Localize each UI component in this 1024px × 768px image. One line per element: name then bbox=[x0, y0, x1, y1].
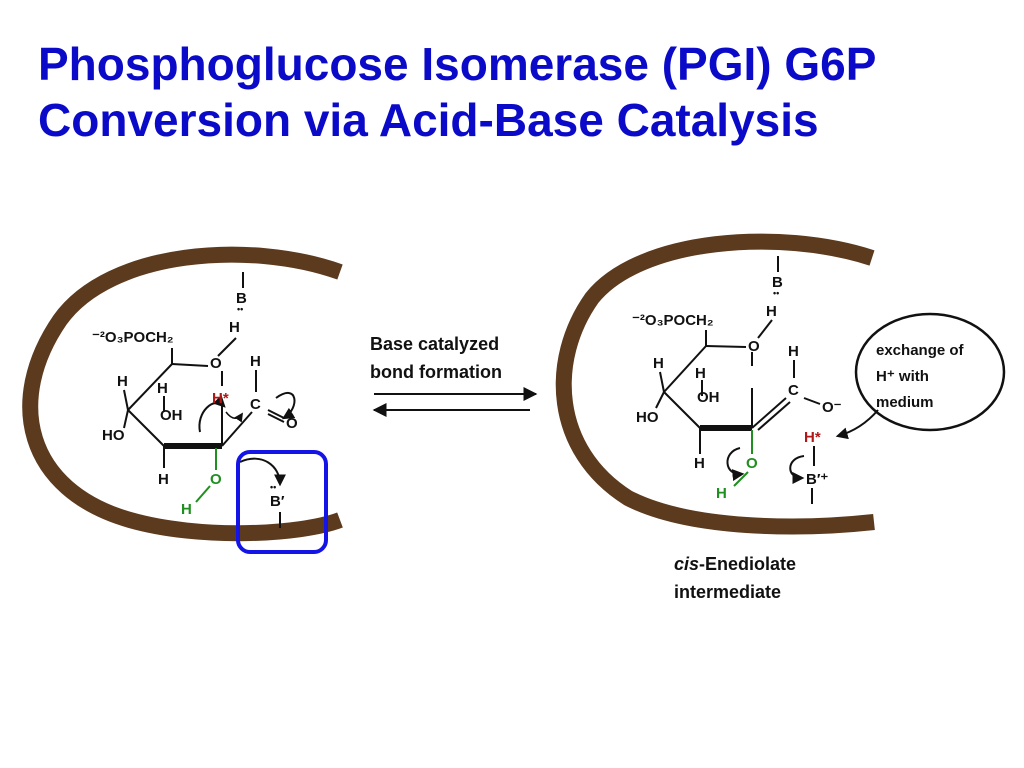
left-carbonyl-o: O bbox=[286, 415, 298, 432]
title-line-2: Conversion via Acid-Base Catalysis bbox=[38, 94, 819, 146]
slide-title: Phosphoglucose Isomerase (PGI) G6P Conve… bbox=[38, 36, 998, 148]
left-ho: HO bbox=[102, 427, 125, 444]
left-base-top-lone-pair: •• bbox=[237, 304, 243, 314]
right-o-minus: O⁻ bbox=[822, 399, 842, 416]
equilibrium-arrows: Base catalyzed bond formation bbox=[370, 334, 538, 417]
left-base-top: B bbox=[236, 290, 247, 307]
left-h-star: H* bbox=[212, 390, 229, 407]
right-green-oxygen: O bbox=[746, 455, 758, 472]
right-green-h: H bbox=[716, 485, 727, 502]
intermediate-caption: cis-Enediolate intermediate bbox=[674, 554, 796, 602]
left-green-bond-oh bbox=[195, 485, 211, 503]
caption-italic-cis: cis bbox=[674, 554, 699, 574]
callout-line-3: medium bbox=[876, 394, 934, 411]
base-prime-highlight-box bbox=[236, 450, 328, 554]
right-molecule-bonds bbox=[655, 256, 821, 504]
caption-enediolate: -Enediolate bbox=[699, 554, 796, 574]
caption-line-2: intermediate bbox=[674, 582, 781, 602]
callout-pointer bbox=[835, 409, 879, 440]
left-oh: OH bbox=[160, 407, 183, 424]
right-h-ring: H bbox=[653, 355, 664, 372]
right-ho: HO bbox=[636, 409, 659, 426]
right-h-o-top: H bbox=[766, 303, 777, 320]
right-phosphate: ⁻²O₃POCH₂ bbox=[632, 312, 714, 329]
left-h-o-top: H bbox=[229, 319, 240, 336]
exchange-callout: exchange of H⁺ with medium bbox=[835, 312, 1006, 440]
right-arrow-oh-cycle bbox=[726, 447, 745, 482]
left-molecule-bonds bbox=[123, 272, 285, 528]
left-molecule-labels: B •• H ⁻²O₃POCH₂ O H H H H* C OH O HO H … bbox=[92, 290, 298, 518]
left-arrow-o-to-c bbox=[275, 391, 296, 420]
right-base-top-lone-pair: •• bbox=[773, 288, 779, 298]
left-arrow-hstar-small bbox=[225, 411, 243, 423]
left-enzyme-pocket bbox=[22, 246, 343, 542]
callout-line-1: exchange of bbox=[876, 342, 965, 359]
left-green-oxygen: O bbox=[210, 471, 222, 488]
left-h-c2: H bbox=[157, 380, 168, 397]
left-base-prime-lone-pair: •• bbox=[270, 482, 276, 492]
left-h-c1: H bbox=[250, 353, 261, 370]
left-arrow-base-to-h bbox=[239, 457, 286, 487]
left-base-prime: B′ bbox=[270, 493, 285, 510]
right-h-bottom: H bbox=[694, 455, 705, 472]
arrow-label-line-1: Base catalyzed bbox=[370, 334, 499, 354]
right-ring-oxygen: O bbox=[748, 338, 760, 355]
caption-line-1: cis-Enediolate bbox=[674, 554, 796, 574]
left-green-h: H bbox=[181, 501, 192, 518]
callout-line-2: H⁺ with bbox=[876, 368, 929, 385]
right-h-star: H* bbox=[804, 429, 821, 446]
right-arrow-base-cycle bbox=[789, 455, 805, 484]
left-phosphate: ⁻²O₃POCH₂ bbox=[92, 329, 174, 346]
left-arrow-h-to-o bbox=[198, 394, 226, 433]
right-molecule-labels: B •• H ⁻²O₃POCH₂ O H H H C OH O⁻ HO H* H… bbox=[632, 274, 842, 502]
left-pocket-wall bbox=[22, 246, 343, 542]
right-h-c2: H bbox=[695, 365, 706, 382]
right-base-top: B bbox=[772, 274, 783, 291]
right-oh: OH bbox=[697, 389, 720, 406]
callout-bubble bbox=[854, 312, 1006, 432]
right-carbon: C bbox=[788, 382, 799, 399]
left-h-bottom: H bbox=[158, 471, 169, 488]
right-enzyme-pocket bbox=[555, 233, 875, 535]
left-ring-oxygen: O bbox=[210, 355, 222, 372]
left-carbonyl-c: C bbox=[250, 396, 261, 413]
right-h-c1: H bbox=[788, 343, 799, 360]
left-h-left: H bbox=[117, 373, 128, 390]
arrow-label-line-2: bond formation bbox=[370, 362, 502, 382]
right-base-prime: B′⁺ bbox=[806, 471, 828, 488]
right-pocket-wall bbox=[555, 233, 875, 535]
title-line-1: Phosphoglucose Isomerase (PGI) G6P bbox=[38, 38, 877, 90]
